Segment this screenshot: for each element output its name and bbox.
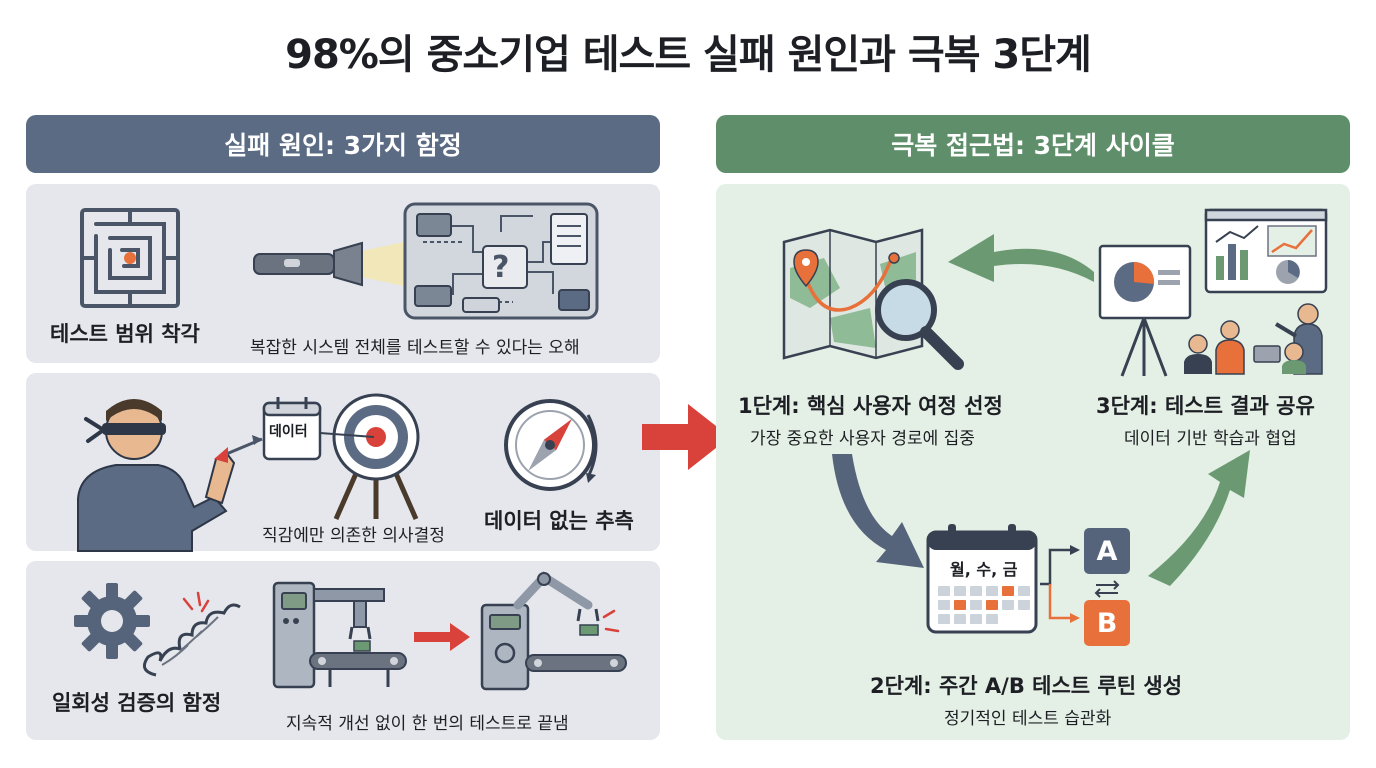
maze-icon xyxy=(80,208,180,308)
transition-arrow xyxy=(642,404,730,470)
variant-b-box: B xyxy=(1084,600,1130,646)
cycle-arrow-1-to-2 xyxy=(832,454,924,568)
overcome-approach-header: 극복 접근법: 3단계 사이클 xyxy=(716,115,1350,173)
ab-branch-connectors xyxy=(1040,545,1080,623)
trap-guessing-title: 데이터 없는 추측 xyxy=(484,509,634,533)
calendar-label: 데이터 xyxy=(269,424,308,440)
step3-title: 3단계: 테스트 결과 공유 xyxy=(1096,394,1315,418)
trap-scope-desc: 복잡한 시스템 전체를 테스트할 수 있다는 오해 xyxy=(250,338,580,358)
blindfolded-person-icon xyxy=(77,399,263,552)
weekly-calendar-icon xyxy=(926,524,1038,634)
trap-one-time-title: 일회성 검증의 함정 xyxy=(52,691,222,715)
process-arrow-icon xyxy=(414,623,470,651)
failure-causes-header: 실패 원인: 3가지 함정 xyxy=(26,115,660,173)
cycle-arrow-2-to-3 xyxy=(1148,450,1250,586)
robot-arm-machine-icon-2 xyxy=(480,571,627,691)
step1-title: 1단계: 핵심 사용자 여정 선정 xyxy=(738,394,1003,418)
robot-arm-machine-icon xyxy=(272,581,407,689)
trap-guessing-desc: 직감에만 의존한 의사결정 xyxy=(262,526,445,546)
question-mark: ? xyxy=(492,250,510,285)
variant-a-box: A xyxy=(1084,528,1130,574)
page-title: 98%의 중소기업 테스트 실패 원인과 극복 3단계 xyxy=(285,32,1092,78)
gear-icon xyxy=(74,583,150,659)
map-magnifier-icon xyxy=(782,228,964,370)
broken-spring-icon xyxy=(142,591,241,677)
target-icon xyxy=(319,393,420,521)
presentation-team-icon xyxy=(1098,208,1328,377)
swap-arrows-icon xyxy=(1094,580,1120,598)
trap-scope-title: 테스트 범위 착각 xyxy=(50,322,200,346)
trap-one-time-desc: 지속적 개선 없이 한 번의 테스트로 끝냄 xyxy=(286,714,569,734)
trap-panel-scope: 테스트 범위 착각 ? 복잡한 시스템 전체를 테스트할 수 있다는 오해 xyxy=(26,184,660,363)
step2-desc: 정기적인 테스트 습관화 xyxy=(944,709,1112,729)
trap-panel-guessing: 데이터 데이터 없는 추측 직감에만 의존한 의사결정 xyxy=(26,373,660,552)
compass-icon xyxy=(504,399,598,491)
step1-desc: 가장 중요한 사용자 경로에 집중 xyxy=(750,429,975,449)
data-calendar-icon xyxy=(262,397,322,461)
step2-title: 2단계: 주간 A/B 테스트 루틴 생성 xyxy=(870,674,1183,698)
cycle-panel: 1단계: 핵심 사용자 여정 선정 가장 중요한 사용자 경로에 집중 3단계:… xyxy=(716,184,1350,740)
trap-panel-one-time: 일회성 검증의 함정 지속적 개선 없이 한 번의 테스트로 끝냄 xyxy=(26,561,660,740)
complex-system-diagram xyxy=(403,202,599,320)
cycle-arrow-3-to-1 xyxy=(948,234,1094,282)
step3-desc: 데이터 기반 학습과 협업 xyxy=(1124,429,1297,449)
calendar-days: 월, 수, 금 xyxy=(950,560,1018,579)
